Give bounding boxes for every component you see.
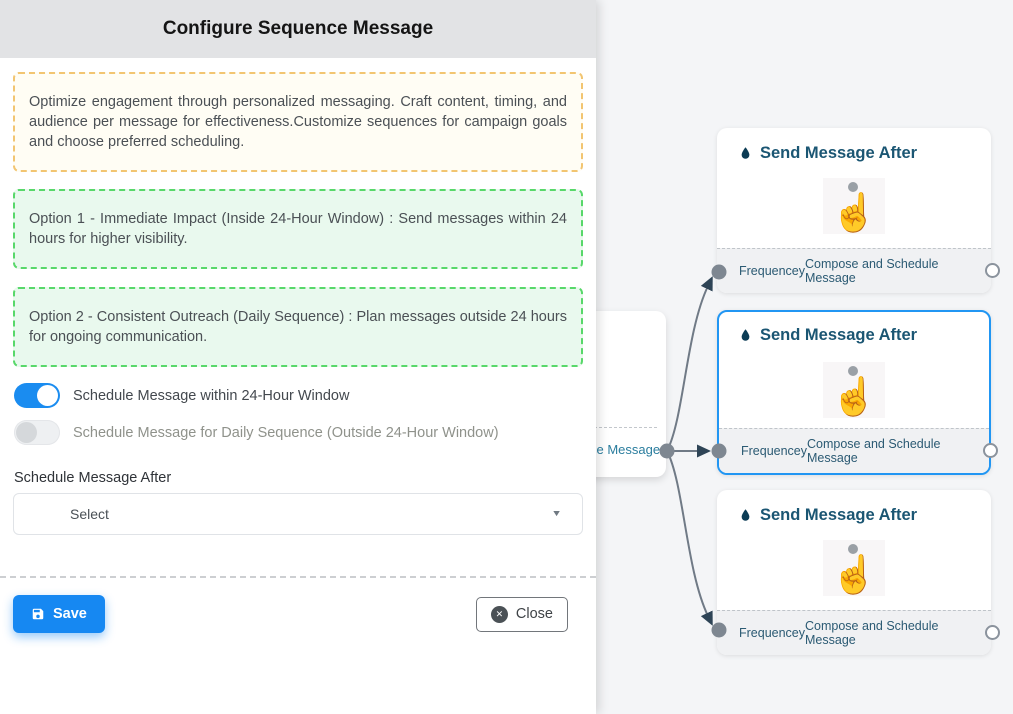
node-title: Send Message After [760,326,918,344]
water-drop-icon [738,146,753,161]
panel-title: Configure Sequence Message [162,18,434,39]
source-node-label: ce Message [590,442,661,457]
option1-note-text: Option 1 - Immediate Impact (Inside 24-H… [29,211,567,247]
node-body: ☝ [719,362,989,418]
option1-note-box: Option 1 - Immediate Impact (Inside 24-H… [13,189,583,269]
caret-down-icon: ▼ [551,508,562,519]
node-title: Send Message After [760,506,918,524]
node-footer: Frequencey Compose and Schedule Message [719,428,998,473]
toggle-24h-window-label: Schedule Message within 24-Hour Window [73,387,350,404]
panel-actions: Save ✕ Close [13,578,583,633]
node-footer: Frequencey Compose and Schedule Message [717,610,1000,655]
output-port[interactable] [985,263,1000,278]
close-button-label: Close [515,606,553,622]
input-port-label: Frequencey [739,264,806,278]
node-header: Send Message After [717,490,991,525]
schedule-after-select[interactable]: Select ▼ [13,493,583,535]
tap-dot [848,366,858,376]
node-header: Send Message After [719,312,989,345]
tap-hand-icon[interactable]: ☝ [823,362,885,418]
hand-glyph: ☝ [830,376,878,417]
edge-to-node-1 [666,276,713,452]
toggle-row-24h-window: Schedule Message within 24-Hour Window [14,383,583,408]
output-port-label: Compose and Schedule Message [807,437,941,465]
toggle-knob [37,385,58,406]
intro-note-text: Optimize engagement through personalized… [29,94,567,150]
node-body: ☝ [717,178,991,234]
input-port-label: Frequencey [739,626,806,640]
toggle-daily-sequence[interactable] [14,420,60,445]
output-port-label: Compose and Schedule Message [805,257,939,285]
hand-glyph: ☝ [830,554,878,595]
source-node-partial[interactable]: ce Message [584,311,666,477]
toggle-daily-sequence-label: Schedule Message for Daily Sequence (Out… [73,424,499,441]
panel-header: Configure Sequence Message [0,0,596,58]
panel-body: Optimize engagement through personalized… [0,58,596,633]
toggle-knob [16,422,37,443]
toggle-24h-window[interactable] [14,383,60,408]
toggle-row-daily-sequence: Schedule Message for Daily Sequence (Out… [14,420,583,445]
node-body: ☝ [717,540,991,596]
node-send-message-after-1[interactable]: Send Message After ☝ Frequencey Compose … [717,128,1000,293]
intro-note-box: Optimize engagement through personalized… [13,72,583,172]
option2-note-box: Option 2 - Consistent Outreach (Daily Se… [13,287,583,367]
tap-dot [848,182,858,192]
close-button[interactable]: ✕ Close [475,596,568,632]
flow-canvas[interactable]: ce Message Send Message After ☝ Frequenc… [584,0,1013,714]
configure-sequence-panel: Configure Sequence Message Optimize enga… [0,0,596,714]
node-send-message-after-2[interactable]: Send Message After ☝ Frequencey Compose … [717,310,998,475]
output-port[interactable] [985,625,1000,640]
edge-to-node-3 [666,450,713,626]
output-port[interactable] [983,443,998,458]
tap-dot [848,544,858,554]
tap-hand-icon[interactable]: ☝ [823,540,885,596]
input-port-label: Frequencey [741,444,808,458]
water-drop-icon [738,508,753,523]
node-header: Send Message After [717,128,991,163]
option2-note-text: Option 2 - Consistent Outreach (Daily Se… [29,309,567,345]
schedule-after-label: Schedule Message After [14,470,172,486]
save-button[interactable]: Save [13,595,105,633]
schedule-after-select-value: Select [70,506,109,522]
circle-x-icon: ✕ [490,605,508,623]
tap-hand-icon[interactable]: ☝ [823,178,885,234]
hand-glyph: ☝ [830,192,878,233]
floppy-disk-icon [31,607,45,621]
water-drop-icon [738,328,753,343]
node-footer: Frequencey Compose and Schedule Message [717,248,1000,293]
source-node-separator [584,427,657,428]
save-button-label: Save [53,606,87,622]
output-port-label: Compose and Schedule Message [805,619,939,647]
footer-divider [0,576,596,578]
node-send-message-after-3[interactable]: Send Message After ☝ Frequencey Compose … [717,490,1000,655]
node-title: Send Message After [760,144,918,162]
